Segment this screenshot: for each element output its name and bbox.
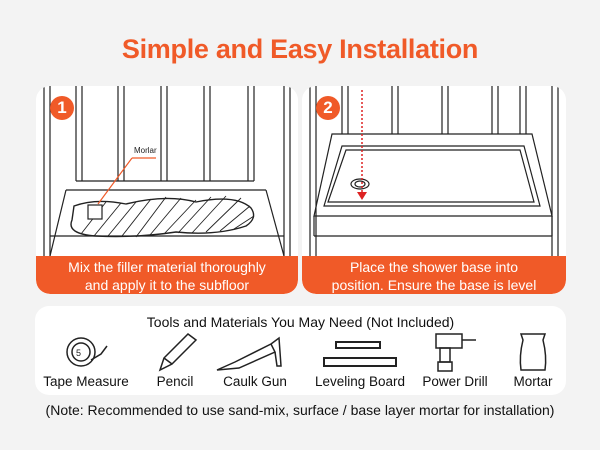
caption-line: position. Ensure the base is level — [331, 277, 537, 293]
tool-leveling-board: Leveling Board — [310, 332, 410, 389]
tool-label: Pencil — [156, 374, 194, 389]
mortar-callout: Morlar — [134, 146, 157, 155]
caption-line: Place the shower base into — [349, 259, 519, 275]
step-1-caption: Mix the filler material thoroughly and a… — [36, 256, 298, 294]
step-1-panel: Morlar 1 Mix the filler material thoroug… — [36, 86, 298, 294]
caption-line: and apply it to the subfloor — [84, 277, 250, 293]
tool-mortar: Mortar — [503, 332, 563, 389]
tool-pencil: Pencil — [145, 332, 205, 389]
tools-box: Tools and Materials You May Need (Not In… — [35, 306, 566, 395]
page-title: Simple and Easy Installation — [121, 34, 479, 64]
svg-text:5: 5 — [76, 348, 81, 358]
installation-note: (Note: Recommended to use sand-mix, surf… — [45, 402, 555, 418]
tools-title: Tools and Materials You May Need (Not In… — [146, 314, 455, 330]
tool-label: Caulk Gun — [223, 374, 287, 389]
tool-caulk-gun: Caulk Gun — [210, 332, 300, 389]
tool-label: Power Drill — [422, 374, 488, 389]
mortar-illustration — [43, 86, 291, 261]
caption-line: Mix the filler material thoroughly — [68, 259, 266, 275]
step-number-badge: 2 — [316, 96, 340, 120]
tool-power-drill: Power Drill — [415, 332, 495, 389]
tool-tape-measure: 5 Tape Measure — [43, 332, 129, 389]
leveling-board-icon — [323, 341, 397, 367]
tool-label: Leveling Board — [314, 374, 406, 389]
shower-base-illustration — [309, 86, 559, 261]
step-number-badge: 1 — [50, 96, 74, 120]
caulk-gun-icon — [216, 336, 282, 371]
pencil-icon — [158, 333, 198, 372]
step-2-panel: 2 Place the shower base into position. E… — [302, 86, 566, 294]
mortar-bag-icon — [519, 333, 547, 371]
tape-measure-icon: 5 — [66, 337, 108, 367]
power-drill-icon — [435, 333, 476, 372]
tool-label: Tape Measure — [43, 374, 129, 389]
tool-label: Mortar — [513, 374, 553, 389]
step-2-caption: Place the shower base into position. Ens… — [302, 256, 566, 294]
